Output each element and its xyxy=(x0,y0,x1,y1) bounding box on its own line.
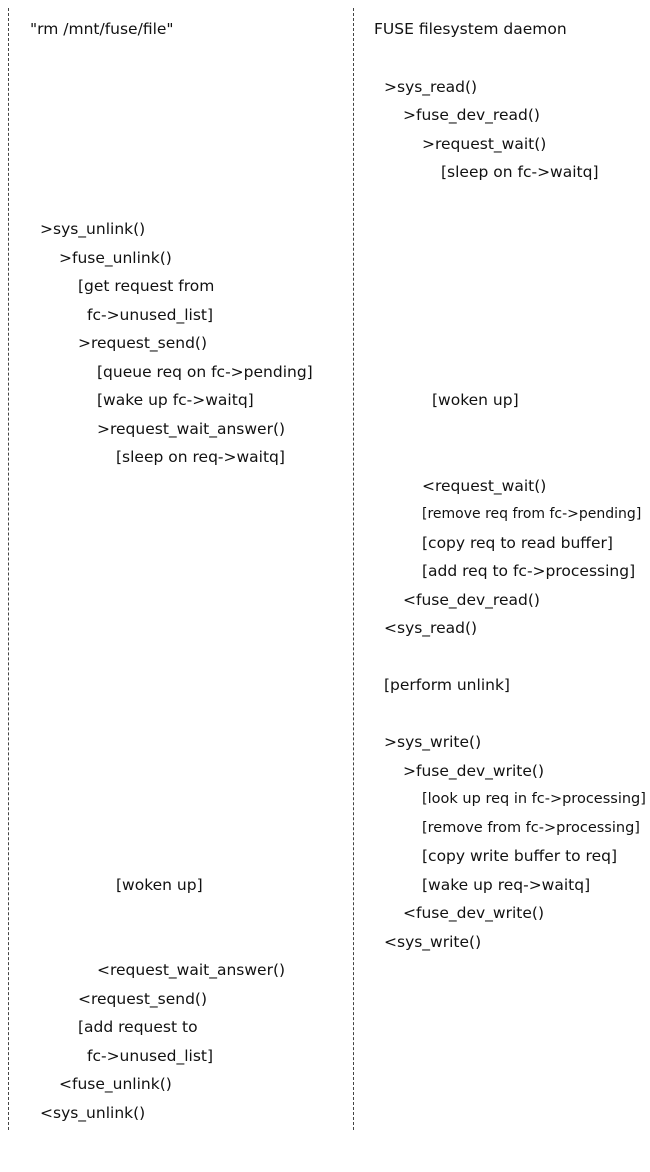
right-line-remove-req-pending: [remove req from fc->pending] xyxy=(422,506,642,522)
right-line-sys-read-enter: >sys_read() xyxy=(384,78,478,96)
right-line-fuse-dev-read-enter: >fuse_dev_read() xyxy=(403,106,540,124)
left-line-sys-unlink-exit: <sys_unlink() xyxy=(40,1104,146,1122)
left-line-woken-up: [woken up] xyxy=(116,876,203,894)
right-line-woken-up: [woken up] xyxy=(432,391,519,409)
right-line-sys-write-enter: >sys_write() xyxy=(384,733,482,751)
right-line-sys-read-exit: <sys_read() xyxy=(384,619,478,637)
right-line-look-up-req: [look up req in fc->processing] xyxy=(422,791,646,807)
right-line-request-wait-exit: <request_wait() xyxy=(422,477,547,495)
right-line-perform-unlink: [perform unlink] xyxy=(384,676,510,694)
right-line-request-wait-enter: >request_wait() xyxy=(422,135,547,153)
right-line-copy-write-buffer: [copy write buffer to req] xyxy=(422,847,618,865)
right-line-fuse-dev-read-exit: <fuse_dev_read() xyxy=(403,591,540,609)
left-line-unused-list: fc->unused_list] xyxy=(87,306,214,324)
left-line-fuse-unlink-enter: >fuse_unlink() xyxy=(59,249,172,267)
right-column-header: FUSE filesystem daemon xyxy=(374,20,567,38)
left-line-request-wait-answer-exit: <request_wait_answer() xyxy=(97,961,286,979)
left-line-request-send-enter: >request_send() xyxy=(78,334,208,352)
right-line-wake-up-req: [wake up req->waitq] xyxy=(422,876,591,894)
right-line-sys-write-exit: <sys_write() xyxy=(384,933,482,951)
column-divider xyxy=(353,8,354,1130)
left-column-header: "rm /mnt/fuse/file" xyxy=(30,20,174,38)
left-line-sys-unlink-enter: >sys_unlink() xyxy=(40,220,146,238)
right-line-remove-from-processing: [remove from fc->processing] xyxy=(422,820,640,836)
left-line-wake-up-fc: [wake up fc->waitq] xyxy=(97,391,254,409)
left-line-request-wait-answer-enter: >request_wait_answer() xyxy=(97,420,286,438)
left-line-get-request: [get request from xyxy=(78,277,215,295)
right-line-copy-req: [copy req to read buffer] xyxy=(422,534,613,552)
right-line-fuse-dev-write-exit: <fuse_dev_write() xyxy=(403,904,544,922)
right-line-add-req-processing: [add req to fc->processing] xyxy=(422,562,636,580)
left-line-fuse-unlink-exit: <fuse_unlink() xyxy=(59,1075,172,1093)
left-line-sleep-req: [sleep on req->waitq] xyxy=(116,448,285,466)
left-line-add-request: [add request to xyxy=(78,1018,198,1036)
right-line-sleep-fc: [sleep on fc->waitq] xyxy=(441,163,599,181)
left-line-unused-list-2: fc->unused_list] xyxy=(87,1047,214,1065)
left-line-request-send-exit: <request_send() xyxy=(78,990,208,1008)
right-line-fuse-dev-write-enter: >fuse_dev_write() xyxy=(403,762,544,780)
left-line-queue-req: [queue req on fc->pending] xyxy=(97,363,313,381)
left-column-divider xyxy=(8,8,9,1130)
